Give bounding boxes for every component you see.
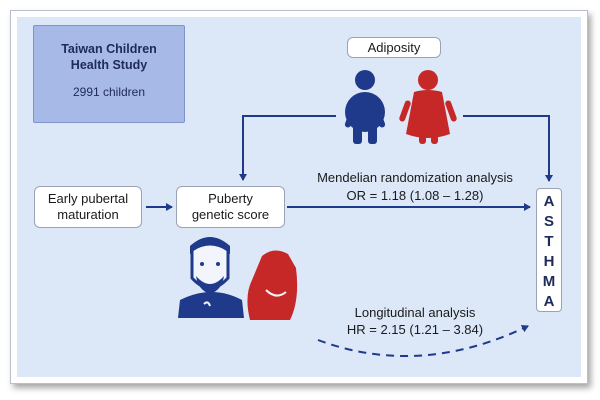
mendelian-title: Mendelian randomization analysis	[317, 170, 513, 185]
study-count: 2991 children	[72, 85, 146, 99]
adiposity-label: Adiposity	[367, 40, 421, 55]
arrow-longitudinal-dashed	[317, 324, 529, 357]
study-title-line1: Taiwan Children	[61, 42, 157, 56]
asthma-box: A S T H M A	[536, 188, 562, 312]
asthma-letter-a1: A	[543, 193, 555, 210]
puberty-score-box: Puberty genetic score	[176, 186, 285, 228]
early-pubertal-line1: Early pubertal	[47, 191, 129, 206]
longitudinal-stat: HR = 2.15 (1.21 – 3.84)	[346, 322, 484, 337]
adiposity-box: Adiposity	[347, 37, 441, 58]
early-pubertal-line2: maturation	[57, 207, 119, 222]
puberty-score-line1: Puberty	[208, 191, 253, 206]
asthma-letter-t: T	[544, 233, 554, 250]
female-obese-figure-icon	[399, 70, 457, 144]
female-torso-icon	[247, 250, 298, 320]
arrow-adiposity-to-score	[239, 115, 336, 181]
longitudinal-title: Longitudinal analysis	[354, 305, 476, 320]
asthma-letter-a2: A	[543, 293, 555, 310]
bearded-man-icon	[178, 237, 244, 318]
asthma-letter-s: S	[543, 213, 554, 230]
asthma-letter-h: H	[543, 253, 555, 270]
asthma-letter-m: M	[542, 273, 556, 290]
mendelian-stat: OR = 1.18 (1.08 – 1.28)	[346, 188, 484, 203]
study-info-box: Taiwan Children Health Study 2991 childr…	[33, 25, 185, 123]
study-title: Taiwan Children Health Study	[34, 41, 184, 73]
study-title-line2: Health Study	[70, 58, 148, 72]
arrow-adiposity-to-asthma	[463, 115, 553, 182]
puberty-score-line2: genetic score	[191, 207, 270, 222]
male-obese-figure-icon	[344, 70, 386, 144]
early-pubertal-box: Early pubertal maturation	[34, 186, 142, 228]
